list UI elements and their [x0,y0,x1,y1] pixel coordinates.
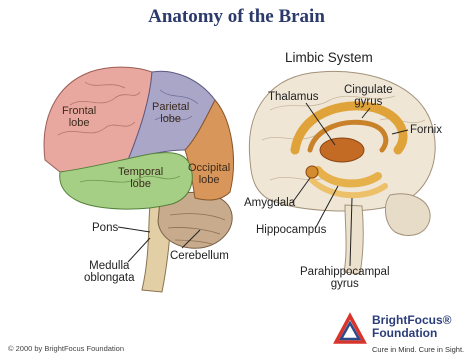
amygdala [306,166,318,178]
thalamus-label: Thalamus [268,91,319,103]
logo-line1: BrightFocus® [372,313,452,327]
parietal-lobe-label: Parietal lobe [152,101,189,125]
brightfocus-logo-icon [336,316,364,342]
logo-line2: Foundation [372,326,437,340]
amygdala-label: Amygdala [244,197,295,209]
fornix-label: Fornix [410,124,442,136]
logo-tagline: Cure in Mind. Cure in Sight. [372,345,464,354]
cingulate-gyrus-label: Cingulate gyrus [344,84,393,108]
temporal-lobe-label: Temporal lobe [118,166,163,190]
cerebellum-label: Cerebellum [170,250,229,262]
medulla-label: Medulla oblongata [84,260,135,284]
hippocampus-label: Hippocampus [256,224,326,236]
occipital-lobe-label: Occipital lobe [188,162,230,186]
copyright-text: © 2000 by BrightFocus Foundation [8,344,124,353]
frontal-lobe-label: Frontal lobe [62,105,96,129]
pons-label: Pons [92,222,118,234]
limbic-subtitle: Limbic System [285,50,373,65]
thalamus [320,138,364,162]
parahippocampal-gyrus-label: Parahippocampal gyrus [300,266,390,290]
